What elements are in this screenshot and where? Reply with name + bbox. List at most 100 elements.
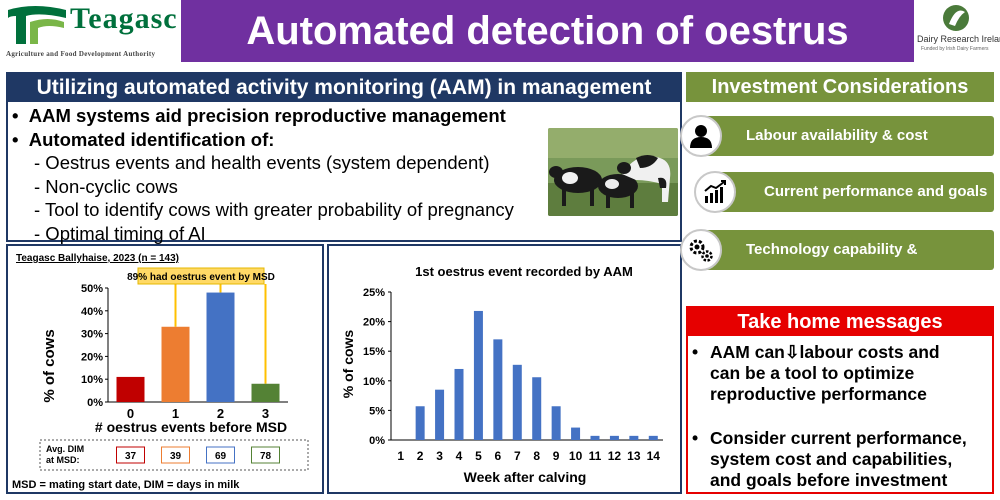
chart-footnote: MSD = mating start date, DIM = days in m… bbox=[12, 479, 240, 491]
take-home-text: system cost and capabilities, bbox=[710, 449, 953, 469]
dim-table-frame bbox=[39, 439, 309, 471]
dri-logo-text: Dairy Research Ireland bbox=[917, 34, 1000, 44]
bar bbox=[116, 376, 145, 402]
x-tick-label: 11 bbox=[589, 449, 602, 463]
x-tick-label: 2 bbox=[417, 449, 424, 463]
bar bbox=[551, 406, 561, 440]
chart-source-label: Teagasc Ballyhaise, 2023 (n = 143) bbox=[16, 253, 179, 264]
bar bbox=[161, 326, 190, 402]
x-tick-label: 5 bbox=[475, 449, 482, 463]
bar bbox=[648, 435, 658, 440]
x-tick-label: 4 bbox=[456, 449, 463, 463]
bar bbox=[454, 368, 464, 440]
aam-bullet-text: AAM systems aid precision reproductive m… bbox=[28, 105, 506, 126]
aam-sub-bullet: - Non-cyclic cows bbox=[34, 175, 178, 197]
bar bbox=[532, 377, 542, 440]
investment-item-label: Labour availability & cost bbox=[746, 127, 928, 144]
dim-value: 69 bbox=[215, 451, 227, 462]
gears-icon bbox=[680, 229, 722, 271]
y-tick-label: 20% bbox=[81, 351, 103, 363]
aam-panel: Utilizing automated activity monitoring … bbox=[6, 72, 682, 245]
bar bbox=[609, 435, 619, 440]
take-home-item-text: Consider current performance, system cos… bbox=[710, 428, 967, 491]
y-tick-label: 10% bbox=[363, 376, 385, 388]
right-chart-bars bbox=[415, 310, 658, 440]
left-chart-bars bbox=[116, 292, 280, 402]
x-tick-label: 9 bbox=[553, 449, 560, 463]
x-tick-label: 7 bbox=[514, 449, 521, 463]
logo-wordmark: Teagasc bbox=[70, 2, 178, 35]
aam-heading: Utilizing automated activity monitoring … bbox=[8, 74, 680, 102]
y-tick-label: 10% bbox=[81, 374, 103, 386]
bar bbox=[251, 383, 280, 402]
x-tick-label: 1 bbox=[397, 449, 404, 463]
dim-value-box bbox=[251, 446, 280, 464]
person-icon bbox=[680, 115, 722, 157]
right-x-axis-title: Week after calving bbox=[464, 469, 587, 485]
dim-value: 78 bbox=[260, 451, 272, 462]
take-home-text: can be a tool to optimize bbox=[710, 363, 915, 383]
investment-item: Technology capability & limitations bbox=[702, 230, 994, 298]
dri-logo-mark-icon bbox=[943, 5, 969, 31]
left-chart-panel: Teagasc Ballyhaise, 2023 (n = 143) 0%10%… bbox=[6, 244, 324, 494]
aam-sub-bullet: - Tool to identify cows with greater pro… bbox=[34, 199, 514, 220]
aam-bullet: • Automated identification of: bbox=[12, 128, 275, 150]
y-tick-label: 0% bbox=[369, 435, 385, 447]
callout-box bbox=[137, 267, 265, 285]
y-tick-label: 20% bbox=[363, 317, 385, 329]
x-tick-label: 3 bbox=[436, 449, 443, 463]
left-y-axis-title: % of cows bbox=[41, 329, 58, 402]
investment-item: Labour availability & cost bbox=[702, 116, 994, 156]
y-tick-label: 15% bbox=[363, 346, 385, 358]
left-x-axis-title: # oestrus events before MSD bbox=[95, 419, 287, 435]
x-tick-label: 10 bbox=[569, 449, 583, 463]
take-home-text: labour costs and bbox=[799, 342, 940, 362]
bar bbox=[590, 435, 600, 440]
take-home-text: AAM can bbox=[710, 342, 785, 362]
title-bar: Automated detection of oestrus bbox=[181, 0, 914, 62]
aam-sub-bullet: - Oestrus events and health events (syst… bbox=[34, 152, 490, 173]
dim-value: 37 bbox=[125, 451, 137, 462]
x-tick-label: 1 bbox=[172, 406, 179, 421]
dim-row-label-1: Avg. DIM bbox=[46, 444, 84, 454]
bar bbox=[512, 364, 522, 440]
x-tick-label: 3 bbox=[262, 406, 269, 421]
bar bbox=[206, 292, 235, 402]
dri-logo-subtext: Funded by Irish Dairy Farmers bbox=[921, 46, 989, 52]
teagasc-logo: Teagasc Agriculture and Food Development… bbox=[0, 0, 180, 62]
dim-value-box bbox=[116, 446, 145, 464]
take-home-text: Consider current performance, bbox=[710, 428, 967, 448]
aam-sub-bullet: - Optimal timing of AI bbox=[34, 222, 206, 244]
aam-bullet: • AAM systems aid precision reproductive… bbox=[12, 105, 506, 126]
right-chart-title: 1st oestrus event recorded by AAM bbox=[415, 264, 633, 279]
take-home-item-text: AAM can⇩labour costs and can be a tool t… bbox=[710, 342, 940, 405]
x-tick-label: 13 bbox=[627, 449, 641, 463]
take-home-text: and goals before investment bbox=[710, 470, 948, 490]
investment-heading: Investment Considerations bbox=[686, 72, 994, 102]
dim-value-box bbox=[206, 446, 235, 464]
callout-connector-lines bbox=[174, 284, 267, 384]
take-home-panel: Take home messages • AAM can⇩labour cost… bbox=[686, 306, 994, 494]
dim-value: 39 bbox=[170, 451, 182, 462]
x-tick-label: 6 bbox=[495, 449, 502, 463]
y-tick-label: 40% bbox=[81, 306, 103, 318]
investment-item-label: Technology capability & limitations bbox=[746, 241, 918, 298]
right-chart-panel: 1st oestrus event recorded by AAM 0% 5% 10… bbox=[327, 244, 682, 494]
x-tick-label: 8 bbox=[533, 449, 540, 463]
x-tick-label: 0 bbox=[127, 406, 134, 421]
bar bbox=[435, 389, 445, 440]
aam-bullet-list: • AAM systems aid precision reproductive… bbox=[12, 104, 514, 245]
y-tick-label: 0% bbox=[87, 397, 103, 409]
bar bbox=[415, 406, 425, 440]
bar bbox=[473, 310, 483, 440]
investment-item: Current performance and goals bbox=[720, 172, 994, 212]
x-tick-label: 12 bbox=[608, 449, 622, 463]
bar bbox=[493, 339, 503, 440]
logo-subtitle: Agriculture and Food Development Authori… bbox=[6, 50, 156, 58]
dim-row-label-2: at MSD: bbox=[46, 455, 80, 465]
dim-value-box bbox=[161, 446, 190, 464]
teagasc-logo-mark-icon bbox=[8, 6, 66, 44]
x-tick-label: 14 bbox=[647, 449, 661, 463]
take-home-heading: Take home messages bbox=[688, 308, 992, 336]
y-tick-label: 5% bbox=[369, 405, 385, 417]
